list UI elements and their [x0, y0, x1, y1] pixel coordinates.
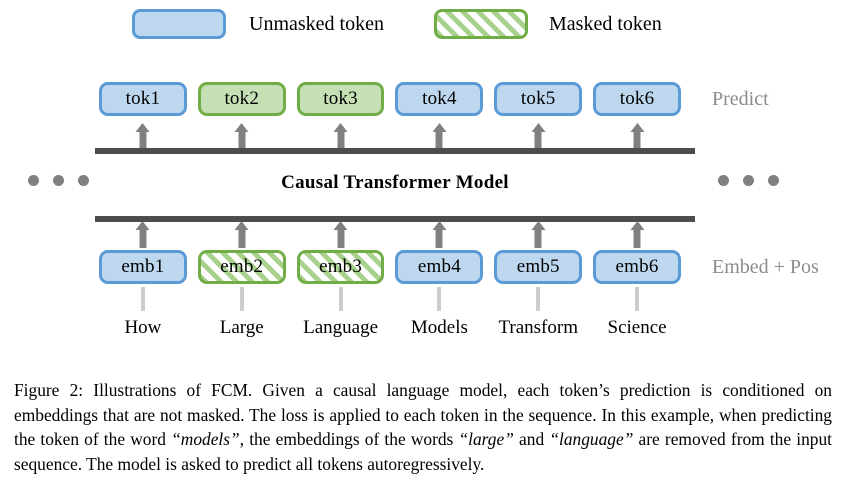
embedding-box-2: emb2	[197, 250, 286, 284]
caption-italic-large: “large”	[458, 429, 514, 449]
caption-italic-models: “models”	[171, 429, 240, 449]
input-word-1: How	[124, 317, 162, 338]
dot-icon	[78, 175, 89, 186]
arrow-slot-4	[395, 124, 483, 150]
legend-label-masked: Masked token	[549, 13, 662, 35]
connector-line	[140, 287, 145, 311]
dot-icon	[743, 175, 754, 186]
transformer-top-bar	[95, 148, 695, 154]
up-arrow-icon	[238, 229, 246, 248]
dot-icon	[718, 175, 729, 186]
predict-label: Predict	[712, 88, 769, 110]
figure-caption: Figure 2: Illustrations of FCM. Given a …	[14, 378, 832, 476]
dot-icon	[28, 175, 39, 186]
arrow-slot-2	[198, 222, 286, 248]
embedding-box-3: emb3	[296, 250, 385, 284]
up-arrow-icon	[139, 229, 147, 248]
arrow-slot-5	[494, 124, 582, 150]
input-arrow-row	[99, 222, 681, 248]
token-box-5: tok5	[494, 82, 583, 116]
input-word-5: Transform	[498, 317, 578, 338]
token-row: tok1 tok2 tok3 tok4 tok5 tok6	[99, 82, 681, 116]
connector-line	[437, 287, 442, 311]
connector-line	[239, 287, 244, 311]
word-connector-row	[99, 287, 681, 311]
dot-icon	[768, 175, 779, 186]
output-arrow-row	[99, 124, 681, 150]
arrow-slot-1	[99, 222, 187, 248]
input-word-3: Language	[303, 317, 379, 338]
up-arrow-icon	[534, 229, 542, 248]
up-arrow-icon	[633, 131, 641, 150]
figure-fcm-illustration: Unmasked token Masked token tok1 tok2 to…	[0, 0, 846, 370]
stem-slot-5	[494, 287, 582, 311]
embedding-box-1: emb1	[99, 250, 187, 284]
up-arrow-icon	[435, 229, 443, 248]
embedding-row: emb1 emb2 emb3 emb4 emb5 emb6	[99, 250, 681, 284]
token-box-1: tok1	[99, 82, 187, 116]
dot-icon	[53, 175, 64, 186]
stem-slot-6	[593, 287, 681, 311]
caption-part-4: are removed from the input sequence. The…	[14, 429, 832, 474]
up-arrow-icon	[337, 229, 345, 248]
transformer-bottom-bar	[95, 216, 695, 222]
arrow-slot-6	[593, 222, 681, 248]
up-arrow-icon	[337, 131, 345, 150]
embedding-box-5: emb5	[494, 250, 583, 284]
connector-line	[635, 287, 640, 311]
arrow-slot-1	[99, 124, 187, 150]
stem-slot-1	[99, 287, 187, 311]
input-word-2: Large	[219, 317, 264, 338]
caption-part-1: Illustrations of FCM. Given a causal lan…	[14, 380, 833, 449]
token-box-4: tok4	[395, 82, 484, 116]
arrow-slot-4	[395, 222, 483, 248]
up-arrow-icon	[633, 229, 641, 248]
up-arrow-icon	[139, 131, 147, 150]
legend-swatch-masked	[434, 9, 528, 39]
transformer-title: Causal Transformer Model	[281, 172, 509, 193]
token-box-3: tok3	[296, 82, 385, 116]
connector-line	[338, 287, 343, 311]
legend-swatch-unmasked	[132, 9, 226, 39]
input-word-6: Science	[607, 317, 667, 338]
input-word-4: Models	[410, 317, 468, 338]
token-box-6: tok6	[593, 82, 681, 116]
ellipsis-right	[718, 175, 779, 186]
stem-slot-2	[198, 287, 286, 311]
arrow-slot-2	[198, 124, 286, 150]
arrow-slot-3	[297, 222, 385, 248]
embedding-box-6: emb6	[593, 250, 681, 284]
ellipsis-left	[28, 175, 89, 186]
up-arrow-icon	[238, 131, 246, 150]
connector-line	[536, 287, 541, 311]
stem-slot-4	[395, 287, 483, 311]
arrow-slot-5	[494, 222, 582, 248]
caption-part-2: , the embeddings of the words	[239, 429, 459, 449]
embedding-box-4: emb4	[395, 250, 484, 284]
legend-label-unmasked: Unmasked token	[249, 13, 384, 35]
caption-part-3: and	[513, 429, 550, 449]
stem-slot-3	[297, 287, 385, 311]
caption-figure-number: Figure 2:	[14, 380, 84, 400]
input-word-row: How Large Language Models Transform Scie…	[99, 315, 681, 341]
arrow-slot-3	[297, 124, 385, 150]
up-arrow-icon	[534, 131, 542, 150]
legend: Unmasked token Masked token	[0, 0, 846, 52]
embed-pos-label: Embed + Pos	[712, 256, 819, 278]
up-arrow-icon	[435, 131, 443, 150]
token-box-2: tok2	[197, 82, 286, 116]
caption-italic-language: “language”	[549, 429, 634, 449]
arrow-slot-6	[593, 124, 681, 150]
